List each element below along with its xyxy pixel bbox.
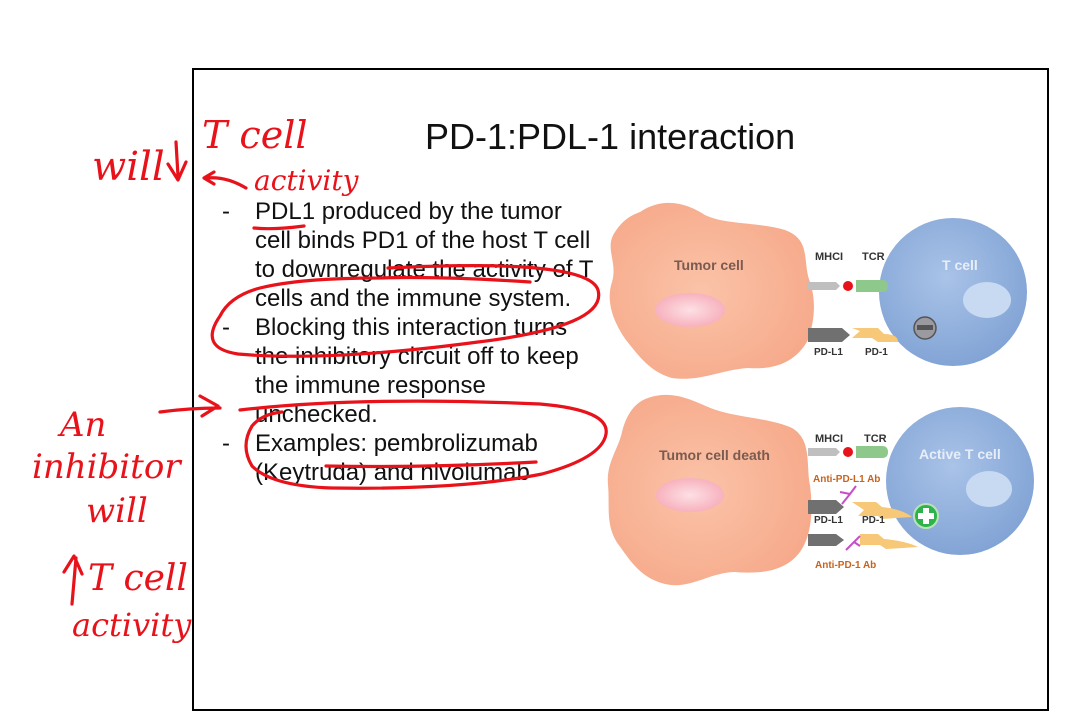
active-t-cell-label: Active T cell (919, 446, 1001, 462)
tumor-death-nucleus (656, 478, 724, 512)
arrow-to-activity (202, 170, 248, 190)
tcr-receptor (856, 280, 888, 292)
down-arrow-icon (166, 140, 188, 182)
bullet-item: -PDL1 produced by the tumor cell binds P… (222, 198, 593, 312)
handwriting-t-cell: T cell (202, 113, 308, 157)
pd1-label-bottom: PD-1 (862, 515, 885, 526)
anti-pd1-antibody (845, 535, 861, 551)
antigen-dot-bottom (841, 445, 855, 459)
underline-keep (324, 460, 538, 469)
tcr-receptor-bottom (856, 446, 888, 458)
tcr-label-bottom: TCR (864, 433, 887, 445)
handwriting-will: will (92, 144, 165, 190)
handwriting-activity-2: activity (72, 606, 192, 644)
tcr-label: TCR (862, 251, 885, 263)
slide-title: PD-1:PDL-1 interaction (425, 116, 796, 157)
handwriting-inhibitor: inhibitor (32, 447, 182, 487)
pdl1-receptor (808, 328, 850, 342)
anti-pdl1-label: Anti-PD-L1 Ab (813, 474, 880, 485)
mhc-label-bottom: MHCI (815, 433, 843, 445)
pdl1-receptor-bottom (808, 500, 844, 514)
anti-pdl1-antibody (839, 485, 857, 505)
pd1-receptor-bottom (852, 502, 912, 519)
pdl1-receptor-bottom-2 (808, 534, 844, 546)
underline-pdl1 (252, 224, 306, 231)
bottom-panel: Tumor cell death Active T cell MHCI TCR … (607, 394, 1034, 586)
pd1-receptor (852, 328, 898, 342)
active-t-cell-highlight (966, 471, 1012, 507)
circle-first-bullet (210, 264, 601, 358)
up-arrow-icon (62, 554, 84, 606)
handwriting-t-cell-2: T cell (88, 558, 188, 599)
handwriting-will-2: will (86, 491, 148, 531)
mhc-label: MHCI (815, 251, 843, 263)
tumor-nucleus (655, 293, 725, 327)
slide-frame (192, 68, 1049, 711)
t-cell-label: T cell (942, 257, 978, 273)
t-cell-highlight (963, 282, 1011, 318)
tumor-cell-shape (609, 202, 814, 379)
top-panel: Tumor cell T cell MHCI TCR PD-L1 PD-1 (609, 202, 1027, 379)
antigen-dot (841, 279, 855, 293)
handwriting-activity: activity (254, 164, 360, 197)
anti-pd1-label: Anti-PD-1 Ab (815, 560, 876, 571)
pdl1-label: PD-L1 (814, 347, 843, 358)
mhc-receptor (808, 282, 840, 290)
tumor-death-label: Tumor cell death (659, 447, 770, 463)
pd1-label: PD-1 (865, 347, 888, 358)
circle-second-bullet (238, 399, 608, 490)
pd1-receptor-bottom-2 (860, 534, 918, 549)
pdl1-label-bottom: PD-L1 (814, 515, 843, 526)
tumor-cell-label: Tumor cell (674, 257, 744, 273)
handwriting-an: An (57, 405, 106, 445)
mhc-receptor-bottom (808, 448, 840, 456)
arrow-to-bullet (158, 394, 222, 418)
